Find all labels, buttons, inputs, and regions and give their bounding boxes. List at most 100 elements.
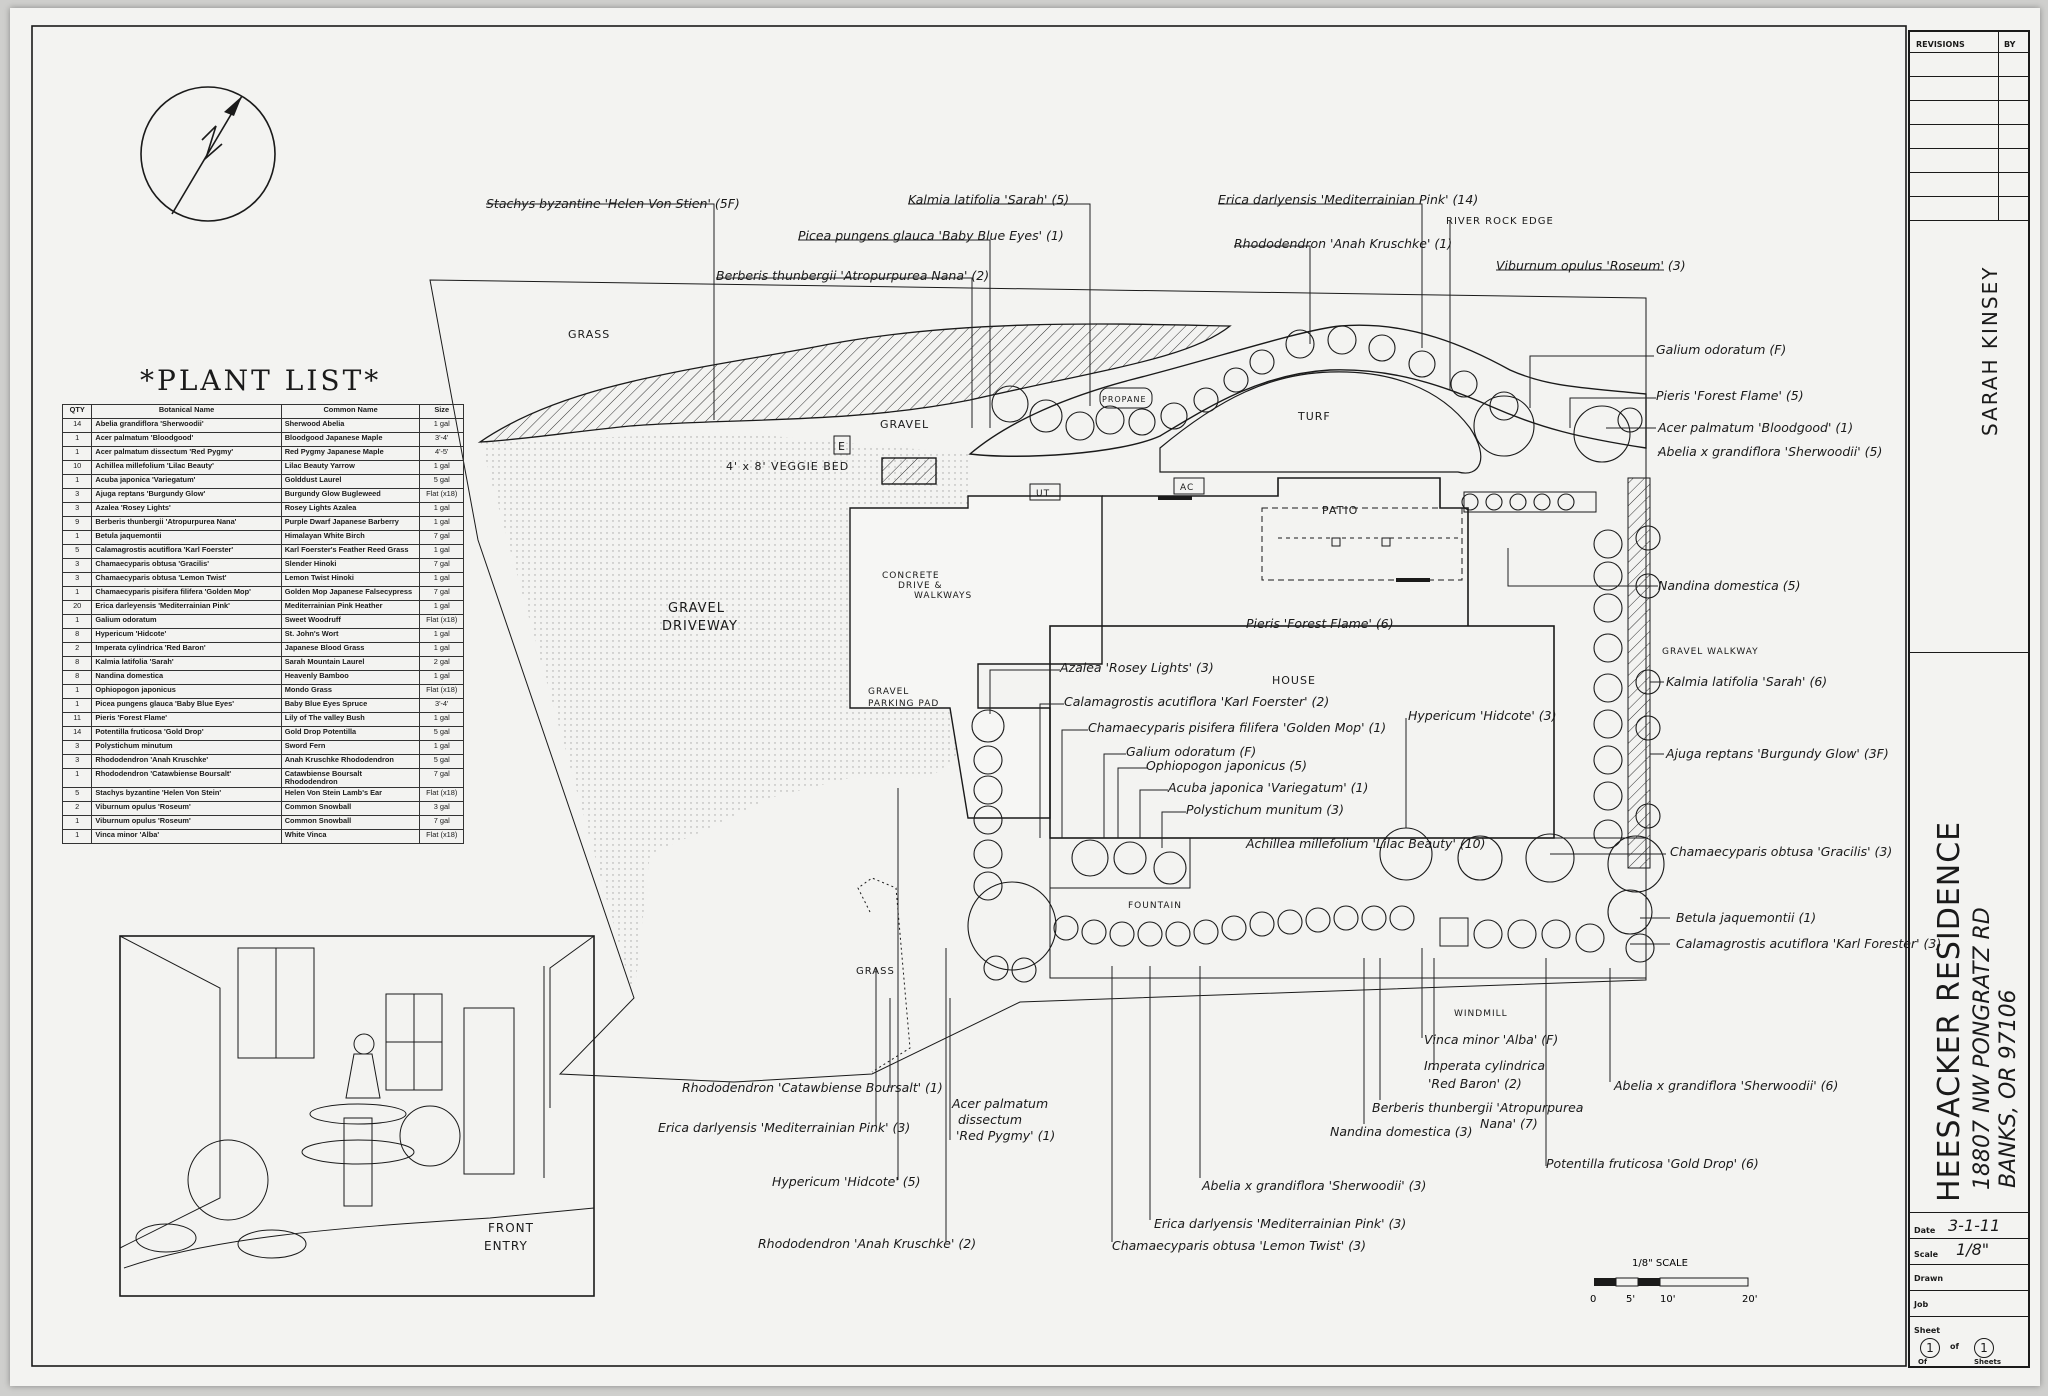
label-gravel-parking-2: PARKING PAD	[868, 699, 939, 709]
plant-botanical-name: Chamaecyparis pisifera filifera 'Golden …	[91, 586, 282, 601]
callout: Rhododendron 'Catawbiense Boursalt' (1)	[682, 1080, 943, 1095]
plant-size: 7 gal	[419, 586, 464, 601]
callout: Stachys byzantine 'Helen Von Stien' (5F)	[486, 196, 740, 211]
plant-size: 1 gal	[419, 642, 464, 657]
plant-common-name: Catawbiense Boursalt Rhododendron	[280, 768, 421, 788]
patio	[1261, 507, 1463, 581]
callout: Achillea millefolium 'Lilac Beauty' (10)	[1245, 836, 1486, 851]
plant-symbols	[967, 325, 1665, 983]
plant-size: 3 gal	[419, 800, 464, 816]
windmill	[1439, 917, 1469, 947]
callout: Potentilla fruticosa 'Gold Drop' (6)	[1546, 1156, 1759, 1171]
callout: Rhododendron 'Anah Kruschke' (1)	[1234, 236, 1452, 251]
plant-common-name: White Vinca	[280, 828, 421, 844]
callout: Galium odoratum (F)	[1656, 342, 1786, 357]
callout: Acuba japonica 'Variegatum' (1)	[1167, 780, 1368, 795]
plant-size: Flat (x18)	[419, 828, 464, 844]
plant-size: 7 gal	[419, 814, 464, 830]
callout: Polystichum munitum (3)	[1186, 802, 1344, 817]
of-label-2: Of	[1918, 1358, 1927, 1366]
plant-qty: 3	[61, 572, 93, 587]
label-gravel-walkway: GRAVEL WALKWAY	[1662, 647, 1759, 657]
front-entry-sketch	[119, 935, 595, 1297]
scale-tick-2: 10'	[1660, 1294, 1675, 1305]
label-fountain: FOUNTAIN	[1128, 901, 1182, 911]
callout: Picea pungens glauca 'Baby Blue Eyes' (1…	[798, 228, 1064, 243]
plant-size: 1 gal	[419, 572, 464, 587]
plant-common-name: Sarah Mountain Laurel	[280, 656, 421, 671]
plant-botanical-name: Calamagrostis acutiflora 'Karl Foerster'	[91, 544, 282, 559]
plant-common-name: Japanese Blood Grass	[280, 642, 421, 657]
callout: Ajuga reptans 'Burgundy Glow' (3F)	[1665, 746, 1889, 761]
callout: Acer palmatum	[951, 1096, 1048, 1111]
plant-qty: 20	[61, 600, 93, 615]
south-planting-bed	[1049, 837, 1647, 979]
callout: Erica darlyensis 'Mediterrainian Pink' (…	[1218, 192, 1478, 207]
callout: Galium odoratum (F)	[1126, 744, 1256, 759]
plant-common-name: Red Pygmy Japanese Maple	[280, 446, 421, 461]
callout: Berberis thunbergii 'Atropurpurea	[1372, 1100, 1583, 1115]
callout: Nandina domestica (3)	[1330, 1124, 1472, 1139]
propane-tank	[1099, 387, 1153, 409]
label-front-entry-2: ENTRY	[484, 1239, 528, 1253]
plant-botanical-name: Galium odoratum	[91, 614, 282, 629]
plant-common-name: Purple Dwarf Japanese Barberry	[280, 516, 421, 531]
plant-common-name: Slender Hinoki	[280, 558, 421, 573]
plant-size: 1 gal	[419, 418, 464, 433]
callout: Calamagrostis acutiflora 'Karl Foerster'…	[1064, 694, 1329, 709]
plant-common-name: St. John's Wort	[280, 628, 421, 643]
plant-size: 1 gal	[419, 670, 464, 685]
callout: Hypericum 'Hidcote' (5)	[772, 1174, 920, 1189]
plant-botanical-name: Chamaecyparis obtusa 'Lemon Twist'	[91, 572, 282, 587]
plant-qty: 1	[61, 828, 93, 844]
plant-size: 7 gal	[419, 558, 464, 573]
plant-botanical-name: Stachys byzantine 'Helen Von Stein'	[91, 786, 282, 802]
plant-size: 7 gal	[419, 768, 464, 788]
plant-botanical-name: Ajuga reptans 'Burgundy Glow'	[91, 488, 282, 503]
callout: Azalea 'Rosey Lights' (3)	[1059, 660, 1214, 675]
of-label: of	[1950, 1342, 1959, 1351]
plant-size: 1 gal	[419, 516, 464, 531]
plant-common-name: Karl Foerster's Feather Reed Grass	[280, 544, 421, 559]
plant-common-name: Mondo Grass	[280, 684, 421, 699]
label-concrete-3: WALKWAYS	[914, 591, 972, 601]
gravel-walkway-strip	[1627, 477, 1651, 869]
veggie-bed	[881, 457, 937, 485]
plant-qty: 8	[61, 656, 93, 671]
plant-qty: 1	[61, 446, 93, 461]
plant-common-name: Sherwood Abelia	[280, 418, 421, 433]
label-house: HOUSE	[1272, 674, 1316, 687]
north-planting-bed	[968, 324, 1647, 457]
plant-qty: 14	[61, 418, 93, 433]
plant-size: 1 gal	[419, 544, 464, 559]
plant-common-name: Anah Kruschke Rhododendron	[280, 754, 421, 769]
plant-botanical-name: Imperata cylindrica 'Red Baron'	[91, 642, 282, 657]
plant-botanical-name: Acer palmatum dissectum 'Red Pygmy'	[91, 446, 282, 461]
project-address-2: BANKS, OR 97106	[1996, 989, 2021, 1188]
plant-size: 1 gal	[419, 712, 464, 727]
project-name: HEESACKER RESIDENCE	[1932, 820, 1967, 1202]
plant-common-name: Gold Drop Potentilla	[280, 726, 421, 741]
plant-list-header-row: QTY Botanical Name Common Name Size	[61, 404, 464, 419]
label-veggie-bed: 4' x 8' VEGGIE BED	[726, 460, 849, 473]
plant-common-name: Baby Blue Eyes Spruce	[280, 698, 421, 713]
plant-common-name: Common Snowball	[280, 814, 421, 830]
date-label: Date	[1914, 1226, 1936, 1235]
callout: Nana' (7)	[1480, 1116, 1538, 1131]
callout: Calamagrostis acutiflora 'Karl Forester'…	[1676, 936, 1941, 951]
callout: Abelia x grandiflora 'Sherwoodii' (5)	[1657, 444, 1882, 459]
plant-size: 5 gal	[419, 474, 464, 489]
plant-size: Flat (x18)	[419, 488, 464, 503]
drawn-label: Drawn	[1914, 1274, 1944, 1283]
plant-qty: 3	[61, 740, 93, 755]
hatched-bed-north	[477, 323, 1232, 443]
